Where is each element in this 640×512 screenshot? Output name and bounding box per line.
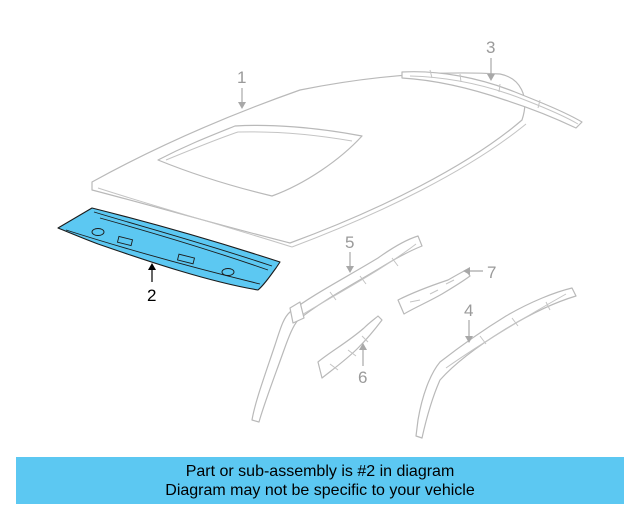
roof-panel-part-1	[91, 72, 527, 248]
callout-5: 5	[345, 233, 354, 252]
arrowhead-5	[346, 266, 354, 273]
arrowhead-7	[463, 267, 470, 275]
banner-line-1: Part or sub-assembly is #2 in diagram	[185, 462, 455, 480]
callout-2: 2	[147, 286, 156, 305]
front-header-part-2	[57, 207, 281, 291]
callout-7: 7	[487, 263, 496, 282]
pillar-rail-part-5	[251, 235, 423, 423]
banner-line-2: Diagram may not be specific to your vehi…	[165, 481, 475, 499]
rear-header-part-3	[401, 69, 583, 129]
arrowhead-3	[487, 74, 495, 81]
callout-1: 1	[237, 68, 246, 87]
callout-4: 4	[464, 301, 473, 320]
arrowhead-4	[465, 336, 473, 343]
arrowhead-1	[238, 102, 246, 109]
callout-6: 6	[358, 368, 367, 387]
arrowhead-2	[148, 263, 156, 270]
info-banner: Part or sub-assembly is #2 in diagram Di…	[16, 457, 624, 504]
bracket-part-7	[397, 269, 471, 315]
pillar-part-4	[415, 287, 577, 439]
arrowhead-6	[359, 343, 367, 350]
callout-3: 3	[486, 38, 495, 57]
bracket-part-6	[317, 315, 383, 379]
parts-diagram: 1 2 3 4 5 6 7	[57, 38, 583, 439]
